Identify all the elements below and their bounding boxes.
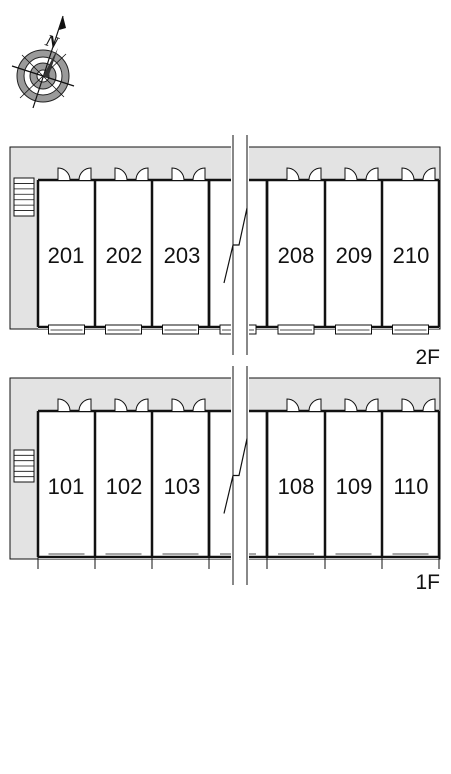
compass-rose-icon (11, 15, 75, 109)
balcony (277, 324, 315, 335)
door-swing-icon (286, 167, 300, 181)
balcony (105, 324, 142, 335)
door-swing-icon (114, 398, 128, 412)
door-swing-icon (171, 398, 185, 412)
break-zigzag (223, 207, 248, 284)
break-zigzag (223, 438, 248, 514)
room-number-label: 210 (393, 243, 430, 268)
room-number-label: 102 (106, 474, 143, 499)
room-number-label: 109 (336, 474, 373, 499)
door-swing-icon (365, 167, 379, 181)
room-number-label: 203 (164, 243, 201, 268)
north-label: N (42, 30, 61, 52)
room-number-label: 209 (336, 243, 373, 268)
door-swing-icon (57, 167, 71, 181)
room-number-label: 101 (48, 474, 85, 499)
door-swing-icon (308, 167, 322, 181)
break-gap (231, 135, 249, 355)
floor-label: 1F (415, 571, 440, 594)
room-number-label: 201 (48, 243, 85, 268)
floor-2f-plan: 201 202 203 208 209 210 2F (9, 135, 441, 369)
balcony (335, 324, 372, 335)
door-swing-icon (57, 398, 71, 412)
door-swing-icon (308, 398, 322, 412)
staircase (13, 177, 35, 217)
door-swing-icon (365, 398, 379, 412)
floor-label: 2F (415, 346, 440, 369)
door-swing-icon (135, 398, 149, 412)
door-swing-icon (192, 167, 206, 181)
door-swing-icon (78, 167, 92, 181)
door-swing-icon (344, 398, 358, 412)
door-swing-icon (422, 398, 436, 412)
balcony (392, 324, 429, 335)
door-swing-icon (114, 167, 128, 181)
door-swing-icon (171, 167, 185, 181)
door-swing-icon (344, 167, 358, 181)
room-number-label: 202 (106, 243, 143, 268)
door-swing-icon (401, 398, 415, 412)
room-number-label: 208 (278, 243, 315, 268)
break-gap (231, 366, 249, 585)
floor-1f-plan: 101 102 103 108 109 110 1F (9, 366, 441, 594)
door-swing-icon (192, 398, 206, 412)
balcony (48, 324, 85, 335)
door-swing-icon (135, 167, 149, 181)
door-swing-icon (401, 167, 415, 181)
room-number-label: 103 (164, 474, 201, 499)
room-number-label: 108 (278, 474, 315, 499)
door-swing-icon (286, 398, 300, 412)
door-swing-icon (78, 398, 92, 412)
room-number-label: 110 (393, 474, 428, 499)
door-swing-icon (422, 167, 436, 181)
balcony (162, 324, 199, 335)
